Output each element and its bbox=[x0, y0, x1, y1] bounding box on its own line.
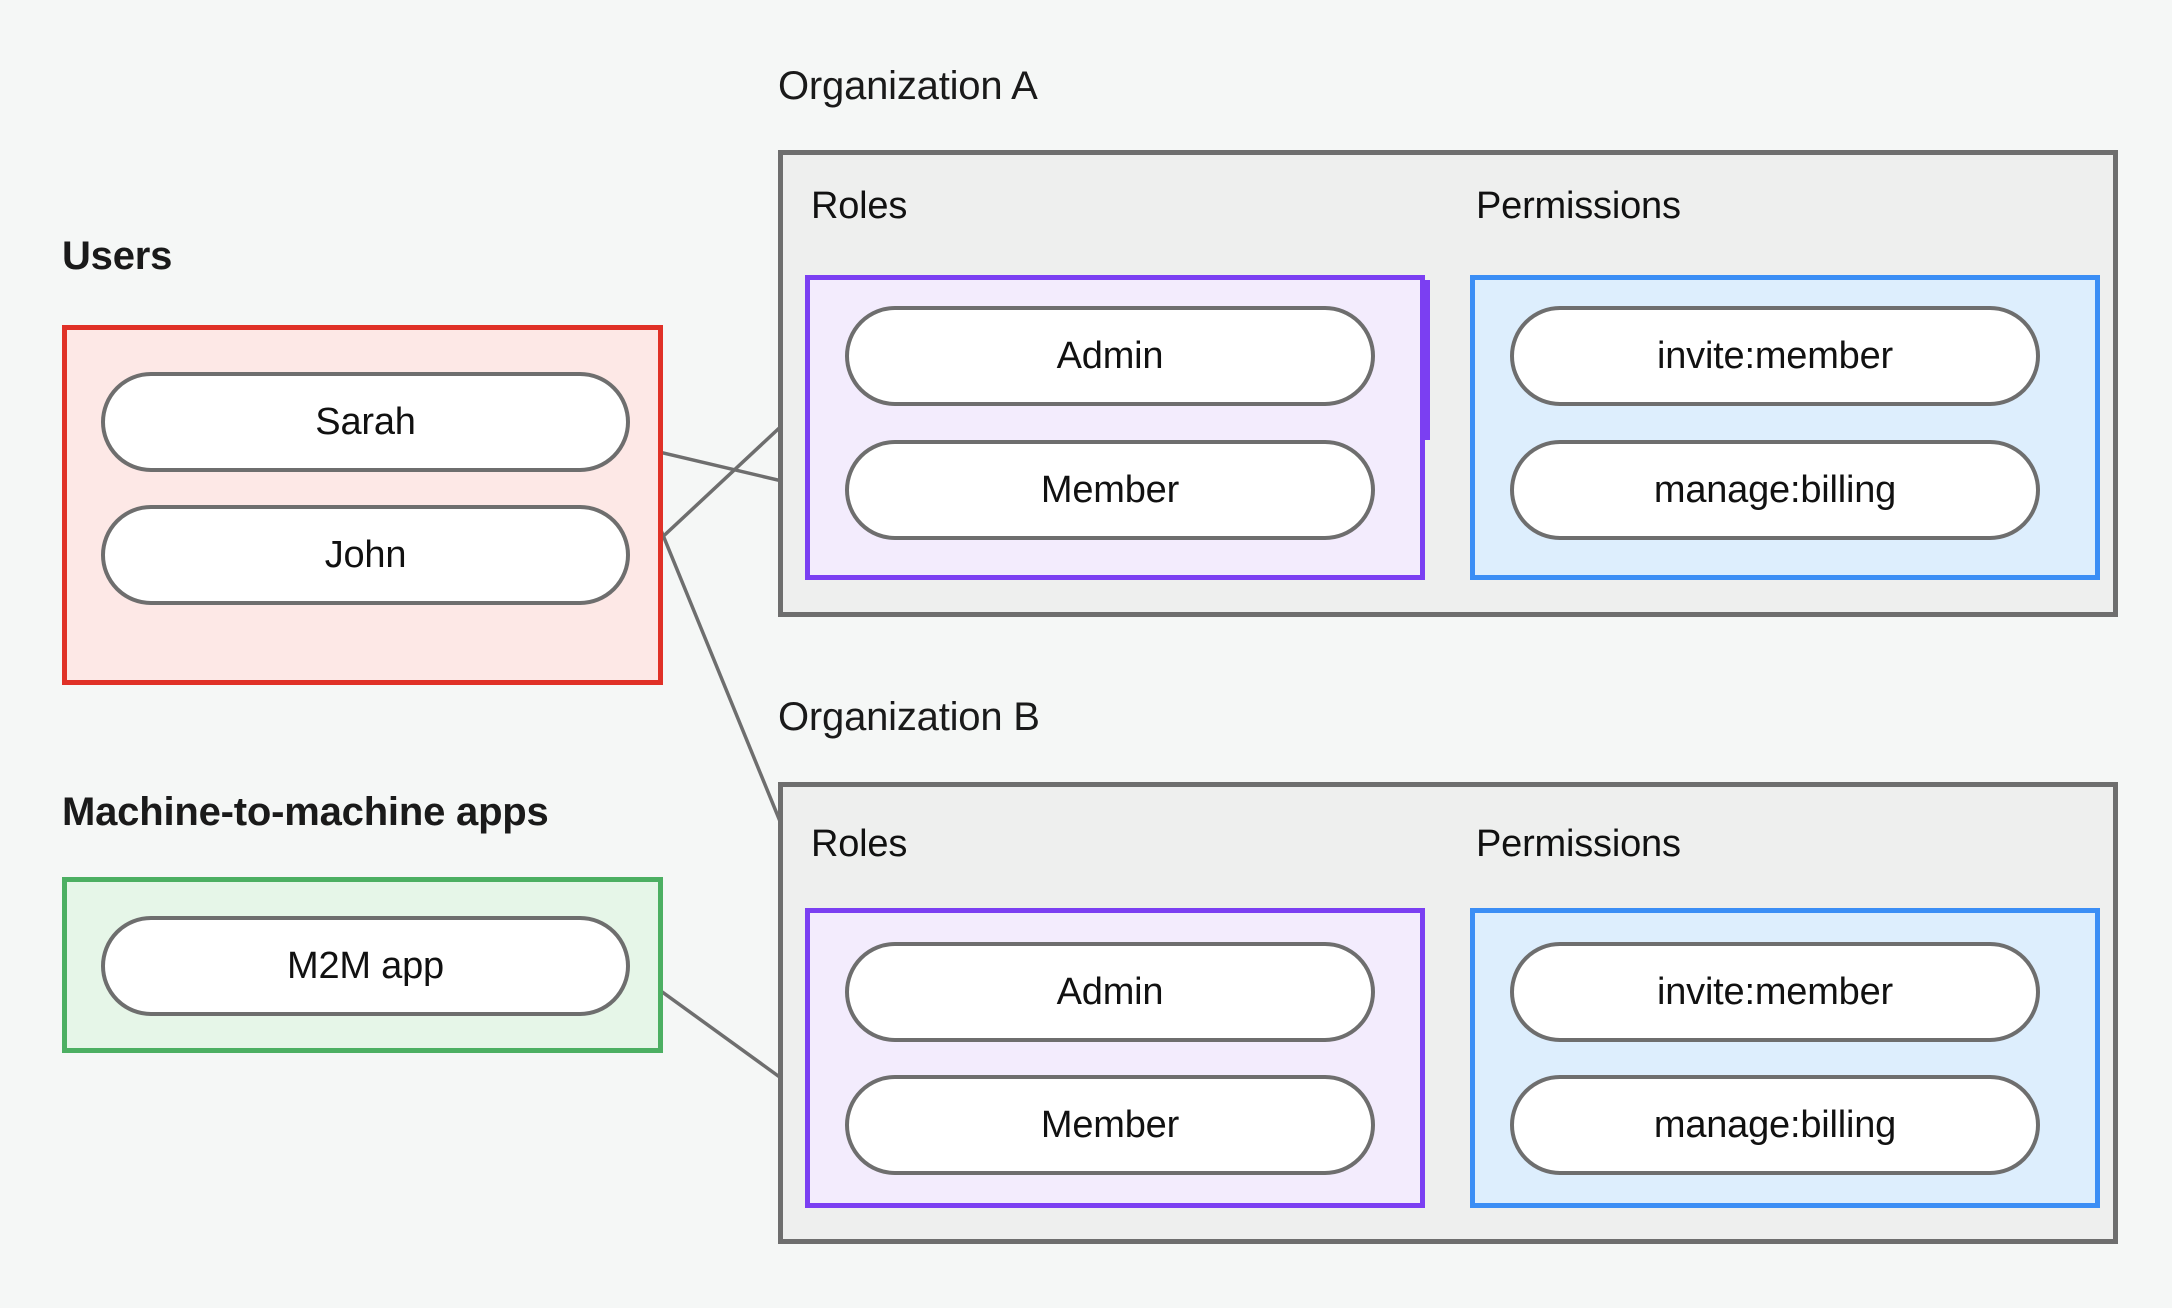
org-a-permissions-label: Permissions bbox=[1476, 185, 1681, 227]
org-a-role-pill-admin[interactable]: Admin bbox=[845, 306, 1375, 406]
org-b-label: Organization B bbox=[778, 695, 1040, 739]
m2m-pill-app[interactable]: M2M app bbox=[101, 916, 630, 1016]
org-b-permission-pill-invite-member[interactable]: invite:member bbox=[1510, 942, 2040, 1042]
user-pill-john[interactable]: John bbox=[101, 505, 630, 605]
org-b-permissions-label: Permissions bbox=[1476, 823, 1681, 865]
org-a-roles-container: Admin Member bbox=[805, 275, 1425, 580]
org-a-permission-pill-manage-billing[interactable]: manage:billing bbox=[1510, 440, 2040, 540]
org-b-permission-pill-manage-billing[interactable]: manage:billing bbox=[1510, 1075, 2040, 1175]
org-b-role-pill-admin[interactable]: Admin bbox=[845, 942, 1375, 1042]
org-a-role-pill-member[interactable]: Member bbox=[845, 440, 1375, 540]
org-a-permissions-container: invite:member manage:billing bbox=[1470, 275, 2100, 580]
m2m-group-label: Machine-to-machine apps bbox=[62, 790, 549, 834]
org-a-permission-pill-invite-member[interactable]: invite:member bbox=[1510, 306, 2040, 406]
user-pill-sarah[interactable]: Sarah bbox=[101, 372, 630, 472]
users-group-box: Sarah John bbox=[62, 325, 663, 685]
m2m-group-box: M2M app bbox=[62, 877, 663, 1053]
org-b-roles-container: Admin Member bbox=[805, 908, 1425, 1208]
org-b-roles-label: Roles bbox=[811, 823, 908, 865]
org-b-role-pill-member[interactable]: Member bbox=[845, 1075, 1375, 1175]
org-b-permissions-container: invite:member manage:billing bbox=[1470, 908, 2100, 1208]
org-a-label: Organization A bbox=[778, 64, 1038, 108]
org-a-roles-label: Roles bbox=[811, 185, 908, 227]
users-group-label: Users bbox=[62, 234, 173, 278]
